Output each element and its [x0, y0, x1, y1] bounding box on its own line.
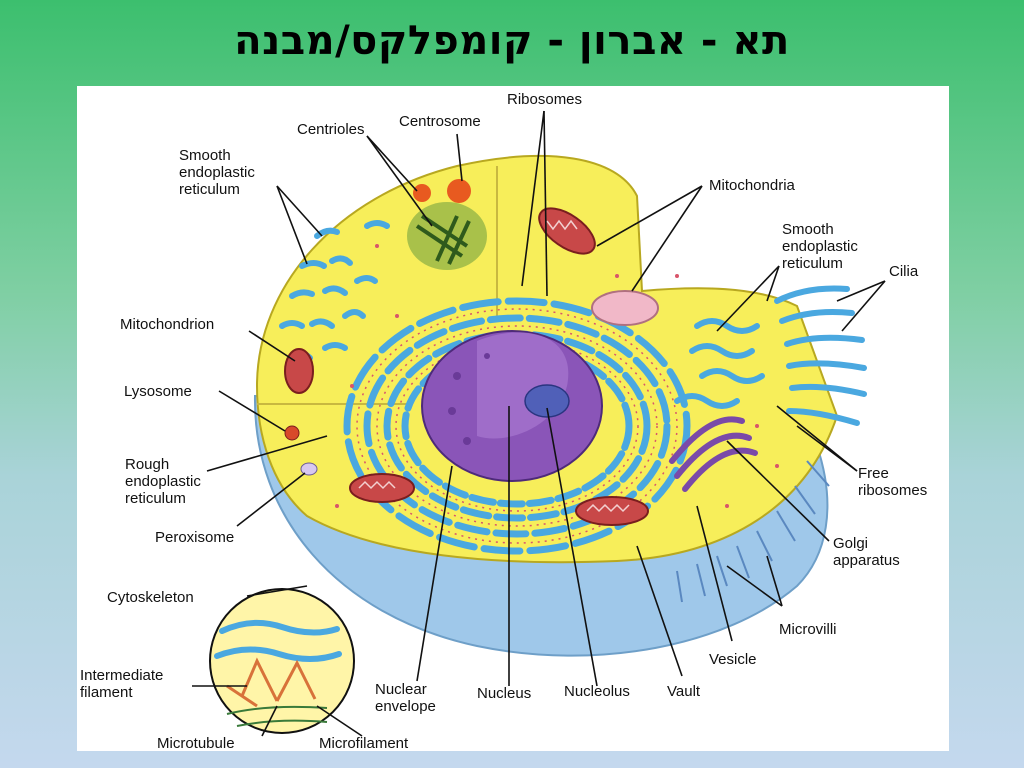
- label-cilia: Cilia: [889, 263, 919, 280]
- label-intermediate-2: filament: [80, 684, 133, 701]
- cell-illustration: [209, 155, 867, 734]
- label-rough-er-1: Rough: [125, 456, 169, 473]
- golgi-shape: [669, 416, 758, 492]
- label-golgi-2: apparatus: [833, 552, 900, 569]
- label-centrioles: Centrioles: [297, 121, 365, 138]
- smooth-er-right: [674, 318, 765, 409]
- label-vesicle: Vesicle: [709, 651, 757, 668]
- label-peroxisome: Peroxisome: [155, 529, 234, 546]
- cytoskeleton-inset: [209, 588, 355, 734]
- label-smooth-er-right-3: reticulum: [782, 255, 843, 272]
- cell-diagram: Ribosomes Centrioles Centrosome Smooth e…: [80, 91, 927, 751]
- label-nucleus: Nucleus: [477, 685, 531, 702]
- label-mitochondria: Mitochondria: [709, 177, 796, 194]
- label-microtubule: Microtubule: [157, 735, 235, 751]
- lysosome-shape: [284, 425, 300, 441]
- label-ribosomes: Ribosomes: [507, 91, 582, 108]
- label-rough-er-3: reticulum: [125, 490, 186, 507]
- label-free-ribosomes-2: ribosomes: [858, 482, 927, 499]
- label-vault: Vault: [667, 683, 701, 700]
- label-centrosome: Centrosome: [399, 113, 481, 130]
- diagram-labels: Ribosomes Centrioles Centrosome Smooth e…: [80, 91, 927, 751]
- nucleolus-shape: [524, 384, 570, 418]
- label-nuclear-envelope-1: Nuclear: [375, 681, 427, 698]
- slide-title: תא - אברון - קומפלקס/מבנה: [234, 18, 790, 64]
- label-smooth-er-right-1: Smooth: [782, 221, 834, 238]
- label-rough-er-2: endoplastic: [125, 473, 201, 490]
- label-smooth-er-left-2: endoplastic: [179, 164, 255, 181]
- label-smooth-er-left-1: Smooth: [179, 147, 231, 164]
- label-free-ribosomes-1: Free: [858, 465, 889, 482]
- smooth-er-left: [279, 220, 390, 361]
- label-cytoskeleton: Cytoskeleton: [107, 589, 194, 606]
- label-nuclear-envelope-2: envelope: [375, 698, 436, 715]
- cell-diagram-panel: Ribosomes Centrioles Centrosome Smooth e…: [77, 86, 949, 751]
- peroxisome-shape: [300, 462, 318, 476]
- label-microfilament: Microfilament: [319, 735, 409, 751]
- label-smooth-er-right-2: endoplastic: [782, 238, 858, 255]
- label-golgi-1: Golgi: [833, 535, 868, 552]
- microvilli-shapes: [676, 460, 830, 603]
- centrioles-shape: [415, 214, 471, 265]
- label-intermediate-1: Intermediate: [80, 667, 163, 684]
- label-nucleolus: Nucleolus: [564, 683, 630, 700]
- label-smooth-er-left-3: reticulum: [179, 181, 240, 198]
- label-lysosome: Lysosome: [124, 383, 192, 400]
- pink-vesicle: [591, 290, 659, 326]
- cilia-shapes: [774, 285, 867, 426]
- label-microvilli: Microvilli: [779, 621, 837, 638]
- leader-lines: [192, 110, 886, 737]
- label-mitochondrion: Mitochondrion: [120, 316, 214, 333]
